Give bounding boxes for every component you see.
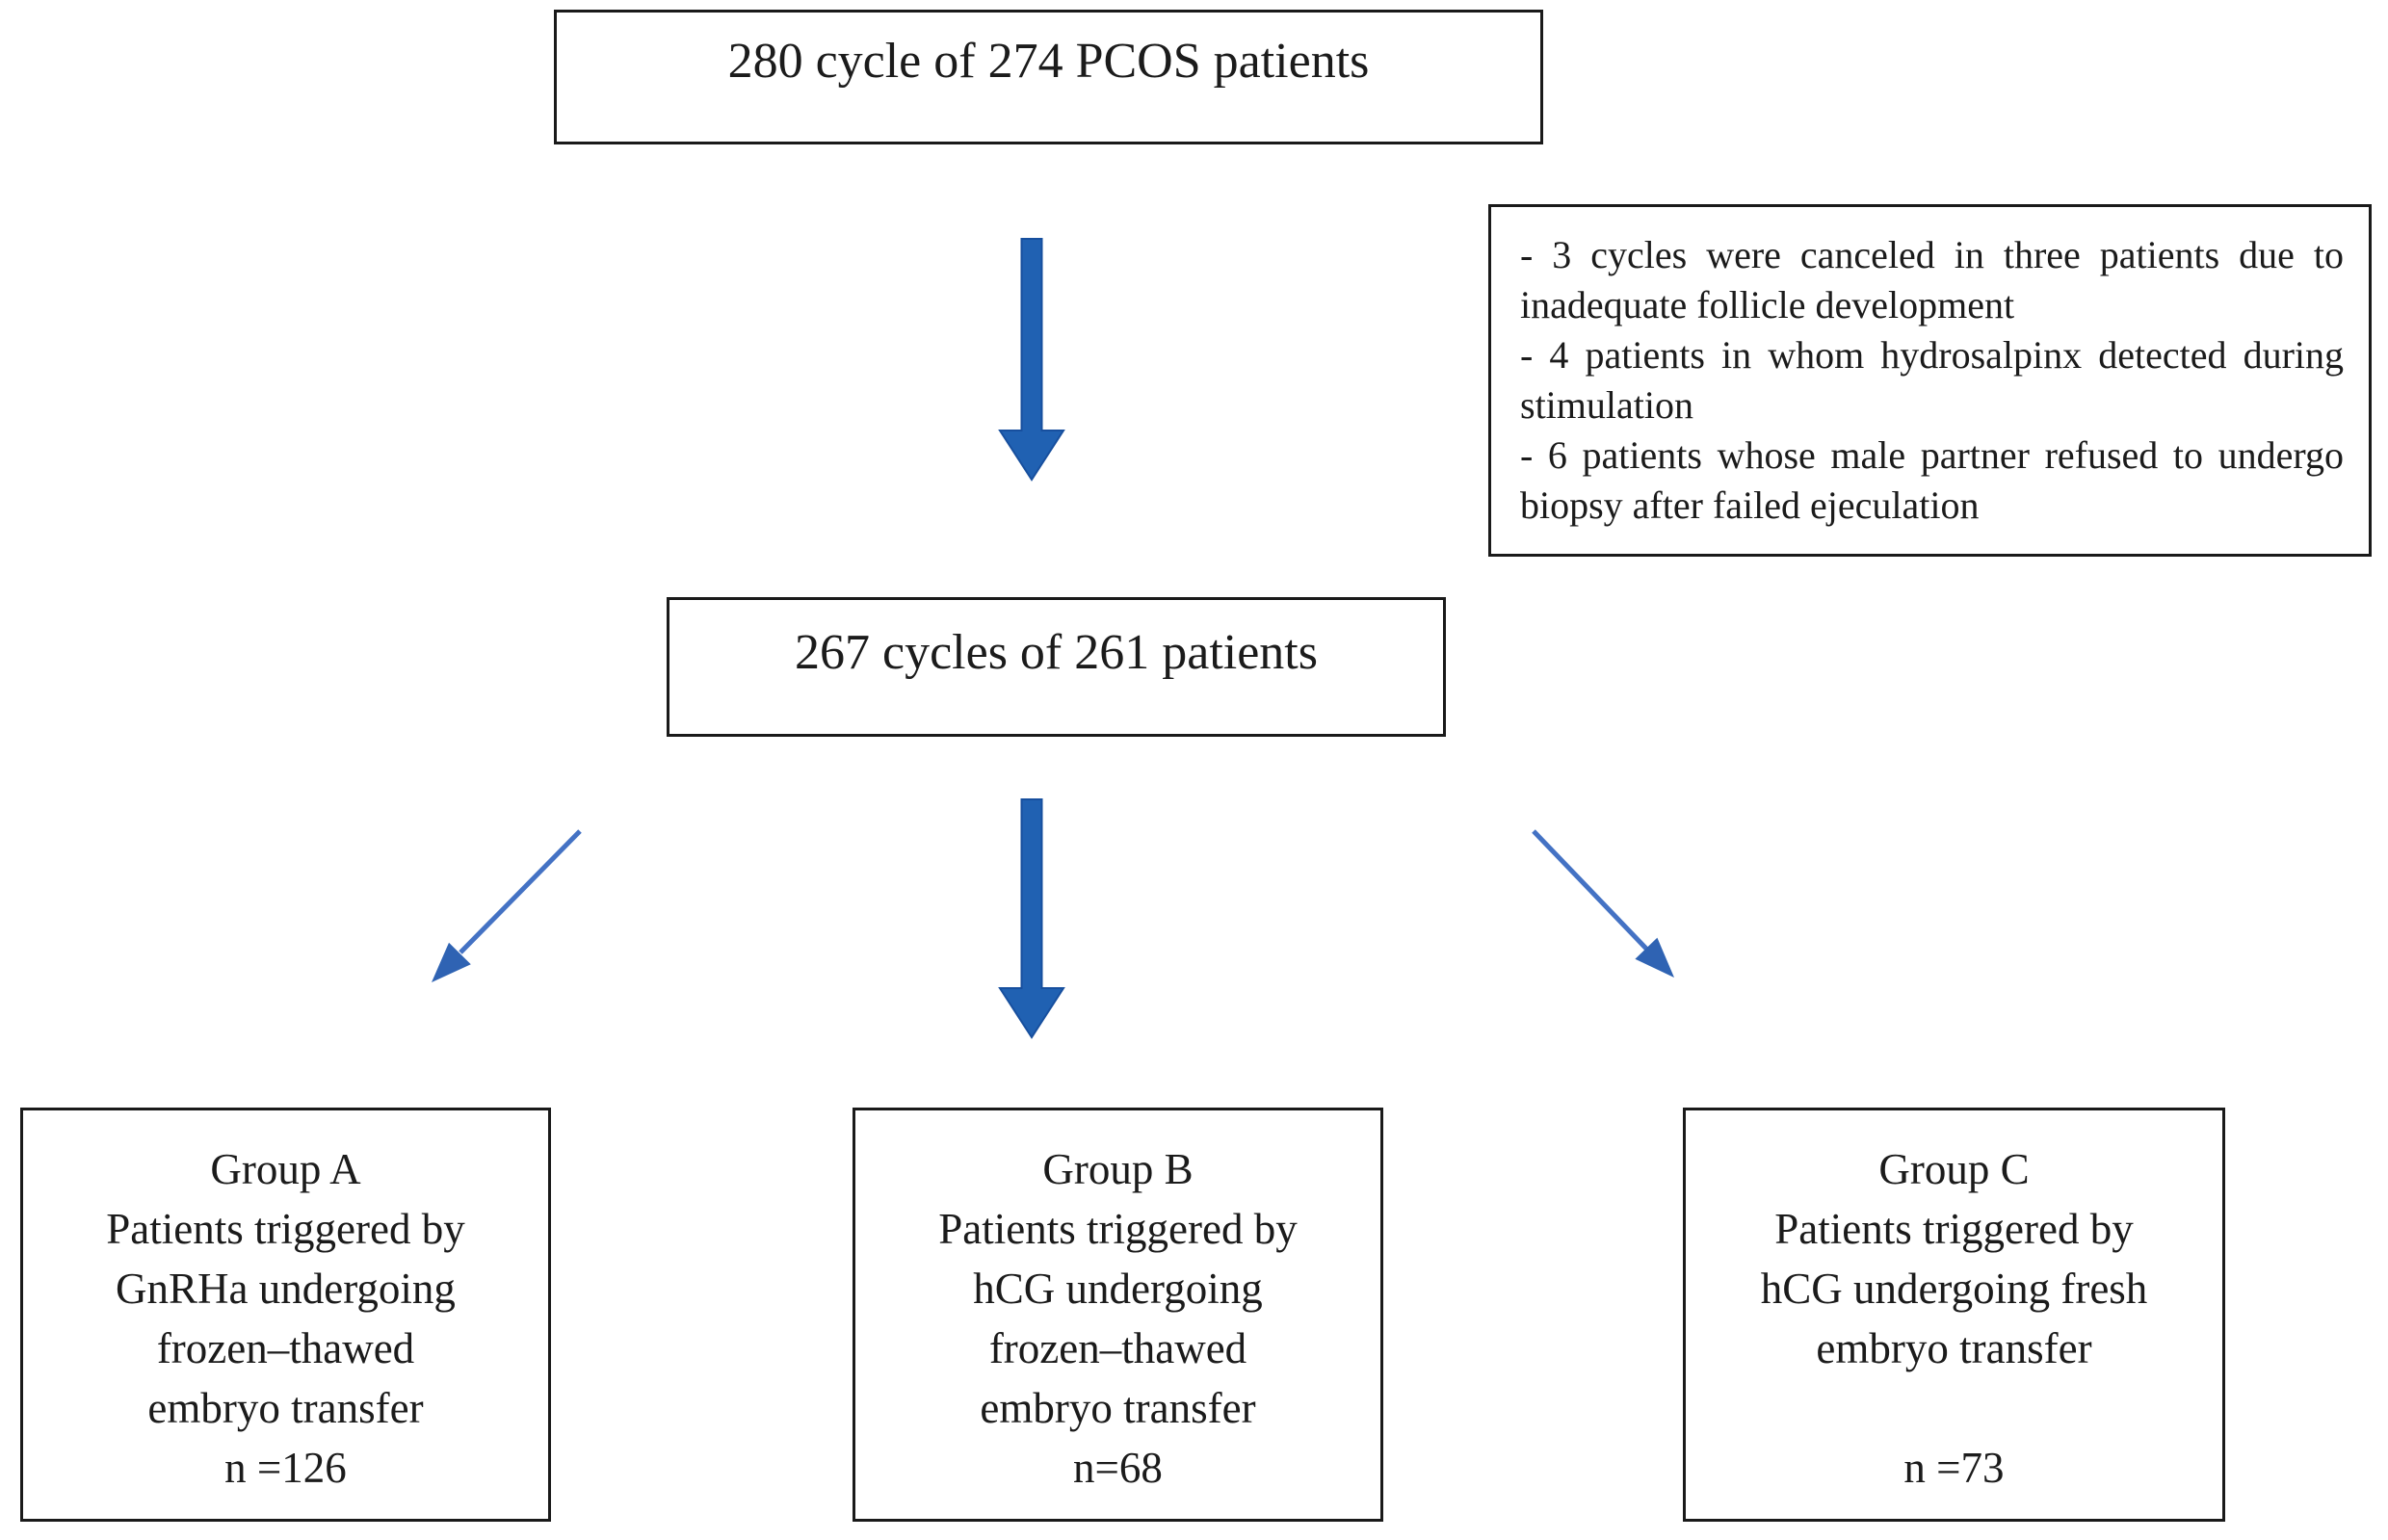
- node-group-a: Group A Patients triggered by GnRHa unde…: [20, 1108, 551, 1522]
- node-exclusions: - 3 cycles were canceled in three patien…: [1488, 204, 2372, 557]
- group-c-line: embryo transfer: [1816, 1324, 2092, 1372]
- group-c-line: Patients triggered by: [1774, 1205, 2134, 1253]
- group-b-title: Group B: [1042, 1145, 1194, 1193]
- group-b-line: hCG undergoing: [973, 1265, 1263, 1313]
- group-b-line: embryo transfer: [980, 1384, 1256, 1432]
- arrow-eligible-to-group-c: [1532, 829, 1674, 978]
- node-eligible-cycles-label: 267 cycles of 261 patients: [795, 625, 1318, 680]
- group-a-line: Patients triggered by: [106, 1205, 465, 1253]
- group-a-line: frozen–thawed: [156, 1324, 415, 1372]
- node-eligible-cycles: 267 cycles of 261 patients: [667, 597, 1446, 737]
- arrow-total-to-eligible: [998, 238, 1065, 482]
- group-a-line: embryo transfer: [147, 1384, 424, 1432]
- group-c-count: n =73: [1903, 1444, 2005, 1492]
- exclusion-item: - 6 patients whose male partner refused …: [1520, 433, 2344, 527]
- group-c-line: hCG undergoing fresh: [1760, 1265, 2148, 1313]
- arrow-eligible-to-group-b: [998, 798, 1065, 1039]
- group-c-spacer: [1686, 1378, 2222, 1438]
- group-b-count: n=68: [1073, 1444, 1163, 1492]
- group-c-title: Group C: [1878, 1145, 2030, 1193]
- group-a-title: Group A: [210, 1145, 361, 1193]
- group-a-count: n =126: [224, 1444, 347, 1492]
- arrow-eligible-to-group-a: [432, 829, 582, 982]
- node-group-c: Group C Patients triggered by hCG underg…: [1683, 1108, 2225, 1522]
- node-total-cycles: 280 cycle of 274 PCOS patients: [554, 10, 1543, 144]
- exclusion-item: - 3 cycles were canceled in three patien…: [1520, 233, 2344, 326]
- node-total-cycles-label: 280 cycle of 274 PCOS patients: [727, 33, 1370, 89]
- group-a-line: GnRHa undergoing: [116, 1265, 456, 1313]
- group-b-line: frozen–thawed: [988, 1324, 1247, 1372]
- node-group-b: Group B Patients triggered by hCG underg…: [853, 1108, 1383, 1522]
- group-b-line: Patients triggered by: [938, 1205, 1298, 1253]
- exclusion-item: - 4 patients in whom hydrosalpinx detect…: [1520, 333, 2344, 427]
